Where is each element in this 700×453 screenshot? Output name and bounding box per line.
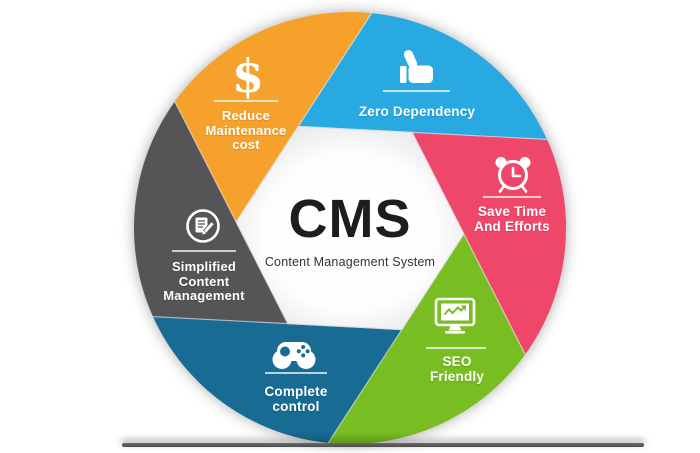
segment-complete-control-shape — [153, 316, 402, 443]
gamepad-icon — [272, 342, 316, 369]
segment-seo-friendly-shape — [328, 234, 526, 445]
ground-bar — [122, 443, 644, 447]
document-edit-icon — [186, 209, 220, 243]
segment-label-zero-dependency: Zero Dependency — [358, 104, 476, 119]
alarm-clock-icon — [495, 157, 531, 193]
monitor-chart-icon — [434, 297, 476, 334]
center-title: CMS — [288, 189, 412, 249]
segment-label-complete-control: Complete control — [264, 384, 328, 415]
dollar-icon: $ — [232, 49, 264, 103]
segment-label-seo-friendly: SEO Friendly — [429, 354, 485, 385]
segment-save-time-and-efforts-shape — [412, 132, 567, 355]
segment-label-save-time-and-efforts: Save Time And Efforts — [474, 204, 550, 235]
thumbs-up-icon — [400, 50, 433, 83]
center-hexagon — [235, 125, 465, 331]
segment-label-reduce-maintenance-cost: Reduce Maintenance cost — [205, 108, 287, 153]
center-subtitle: Content Management System — [264, 255, 436, 269]
segment-reduce-maintenance-cost-shape — [174, 12, 372, 223]
segment-label-simplified-content-management: Simplified Content Management — [163, 259, 245, 304]
